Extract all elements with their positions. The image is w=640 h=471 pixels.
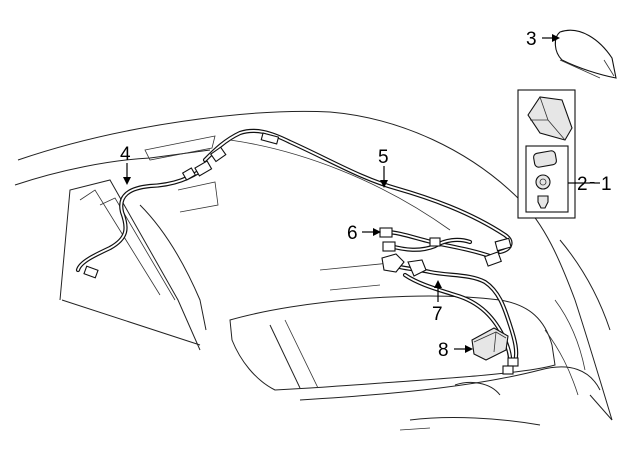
- callout-8: 8: [438, 340, 449, 361]
- callout-6: 6: [347, 223, 358, 244]
- callout-2: 2: [577, 174, 588, 195]
- callout-7: 7: [432, 304, 443, 325]
- harness-part-6: [379, 227, 502, 267]
- callout-5: 5: [378, 147, 389, 168]
- amplifier-module-part: [471, 327, 509, 361]
- harness-part-4: [75, 160, 213, 279]
- callout-1: 1: [601, 174, 612, 195]
- callout-labels: 3 2 1 - 4 5 6 7 8: [120, 29, 612, 361]
- antenna-cover-part: [554, 29, 617, 79]
- callout-3: 3: [526, 29, 537, 50]
- callout-dash: -: [589, 172, 595, 193]
- antenna-assembly-box: [517, 89, 576, 219]
- vehicle-body-outline: [14, 110, 613, 431]
- harness-part-7: [381, 253, 519, 375]
- leader-lines: [123, 34, 600, 353]
- callout-4: 4: [120, 144, 131, 165]
- harness-part-5: [202, 128, 513, 255]
